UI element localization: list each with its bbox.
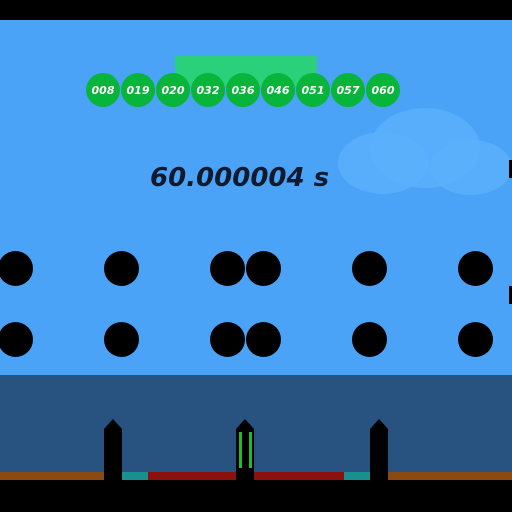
peg — [0, 251, 33, 286]
number-ball: 060 — [366, 73, 400, 107]
peg — [458, 251, 493, 286]
peg — [458, 322, 493, 357]
slot-red — [254, 472, 344, 480]
peg — [352, 322, 387, 357]
bottom-letterbox — [0, 480, 512, 512]
peg — [246, 251, 281, 286]
post-highlight — [249, 432, 252, 468]
number-ball: 036 — [226, 73, 260, 107]
drawn-numbers-row: 008 019 020 032 036 046 051 057 060 — [86, 73, 400, 107]
slot-teal — [122, 472, 148, 480]
divider-post — [104, 429, 122, 480]
peg — [246, 322, 281, 357]
cloud — [430, 140, 512, 195]
edge-marker — [509, 286, 512, 304]
slot-red — [148, 472, 238, 480]
peg — [104, 251, 139, 286]
peg — [104, 322, 139, 357]
top-letterbox — [0, 0, 512, 20]
peg — [210, 251, 245, 286]
divider-post — [370, 429, 388, 480]
number-ball: 020 — [156, 73, 190, 107]
peg — [352, 251, 387, 286]
number-ball: 057 — [331, 73, 365, 107]
number-ball: 019 — [121, 73, 155, 107]
peg — [210, 322, 245, 357]
number-ball: 051 — [296, 73, 330, 107]
peg — [0, 322, 33, 357]
post-tip — [236, 419, 254, 429]
slot-teal — [344, 472, 370, 480]
number-ball: 046 — [261, 73, 295, 107]
post-highlight — [239, 432, 242, 468]
post-tip — [104, 419, 122, 429]
edge-marker — [509, 160, 512, 178]
timer-text: 60.000004 s — [150, 163, 330, 193]
water-area — [0, 375, 512, 472]
post-tip — [370, 419, 388, 429]
number-ball: 032 — [191, 73, 225, 107]
number-ball: 008 — [86, 73, 120, 107]
